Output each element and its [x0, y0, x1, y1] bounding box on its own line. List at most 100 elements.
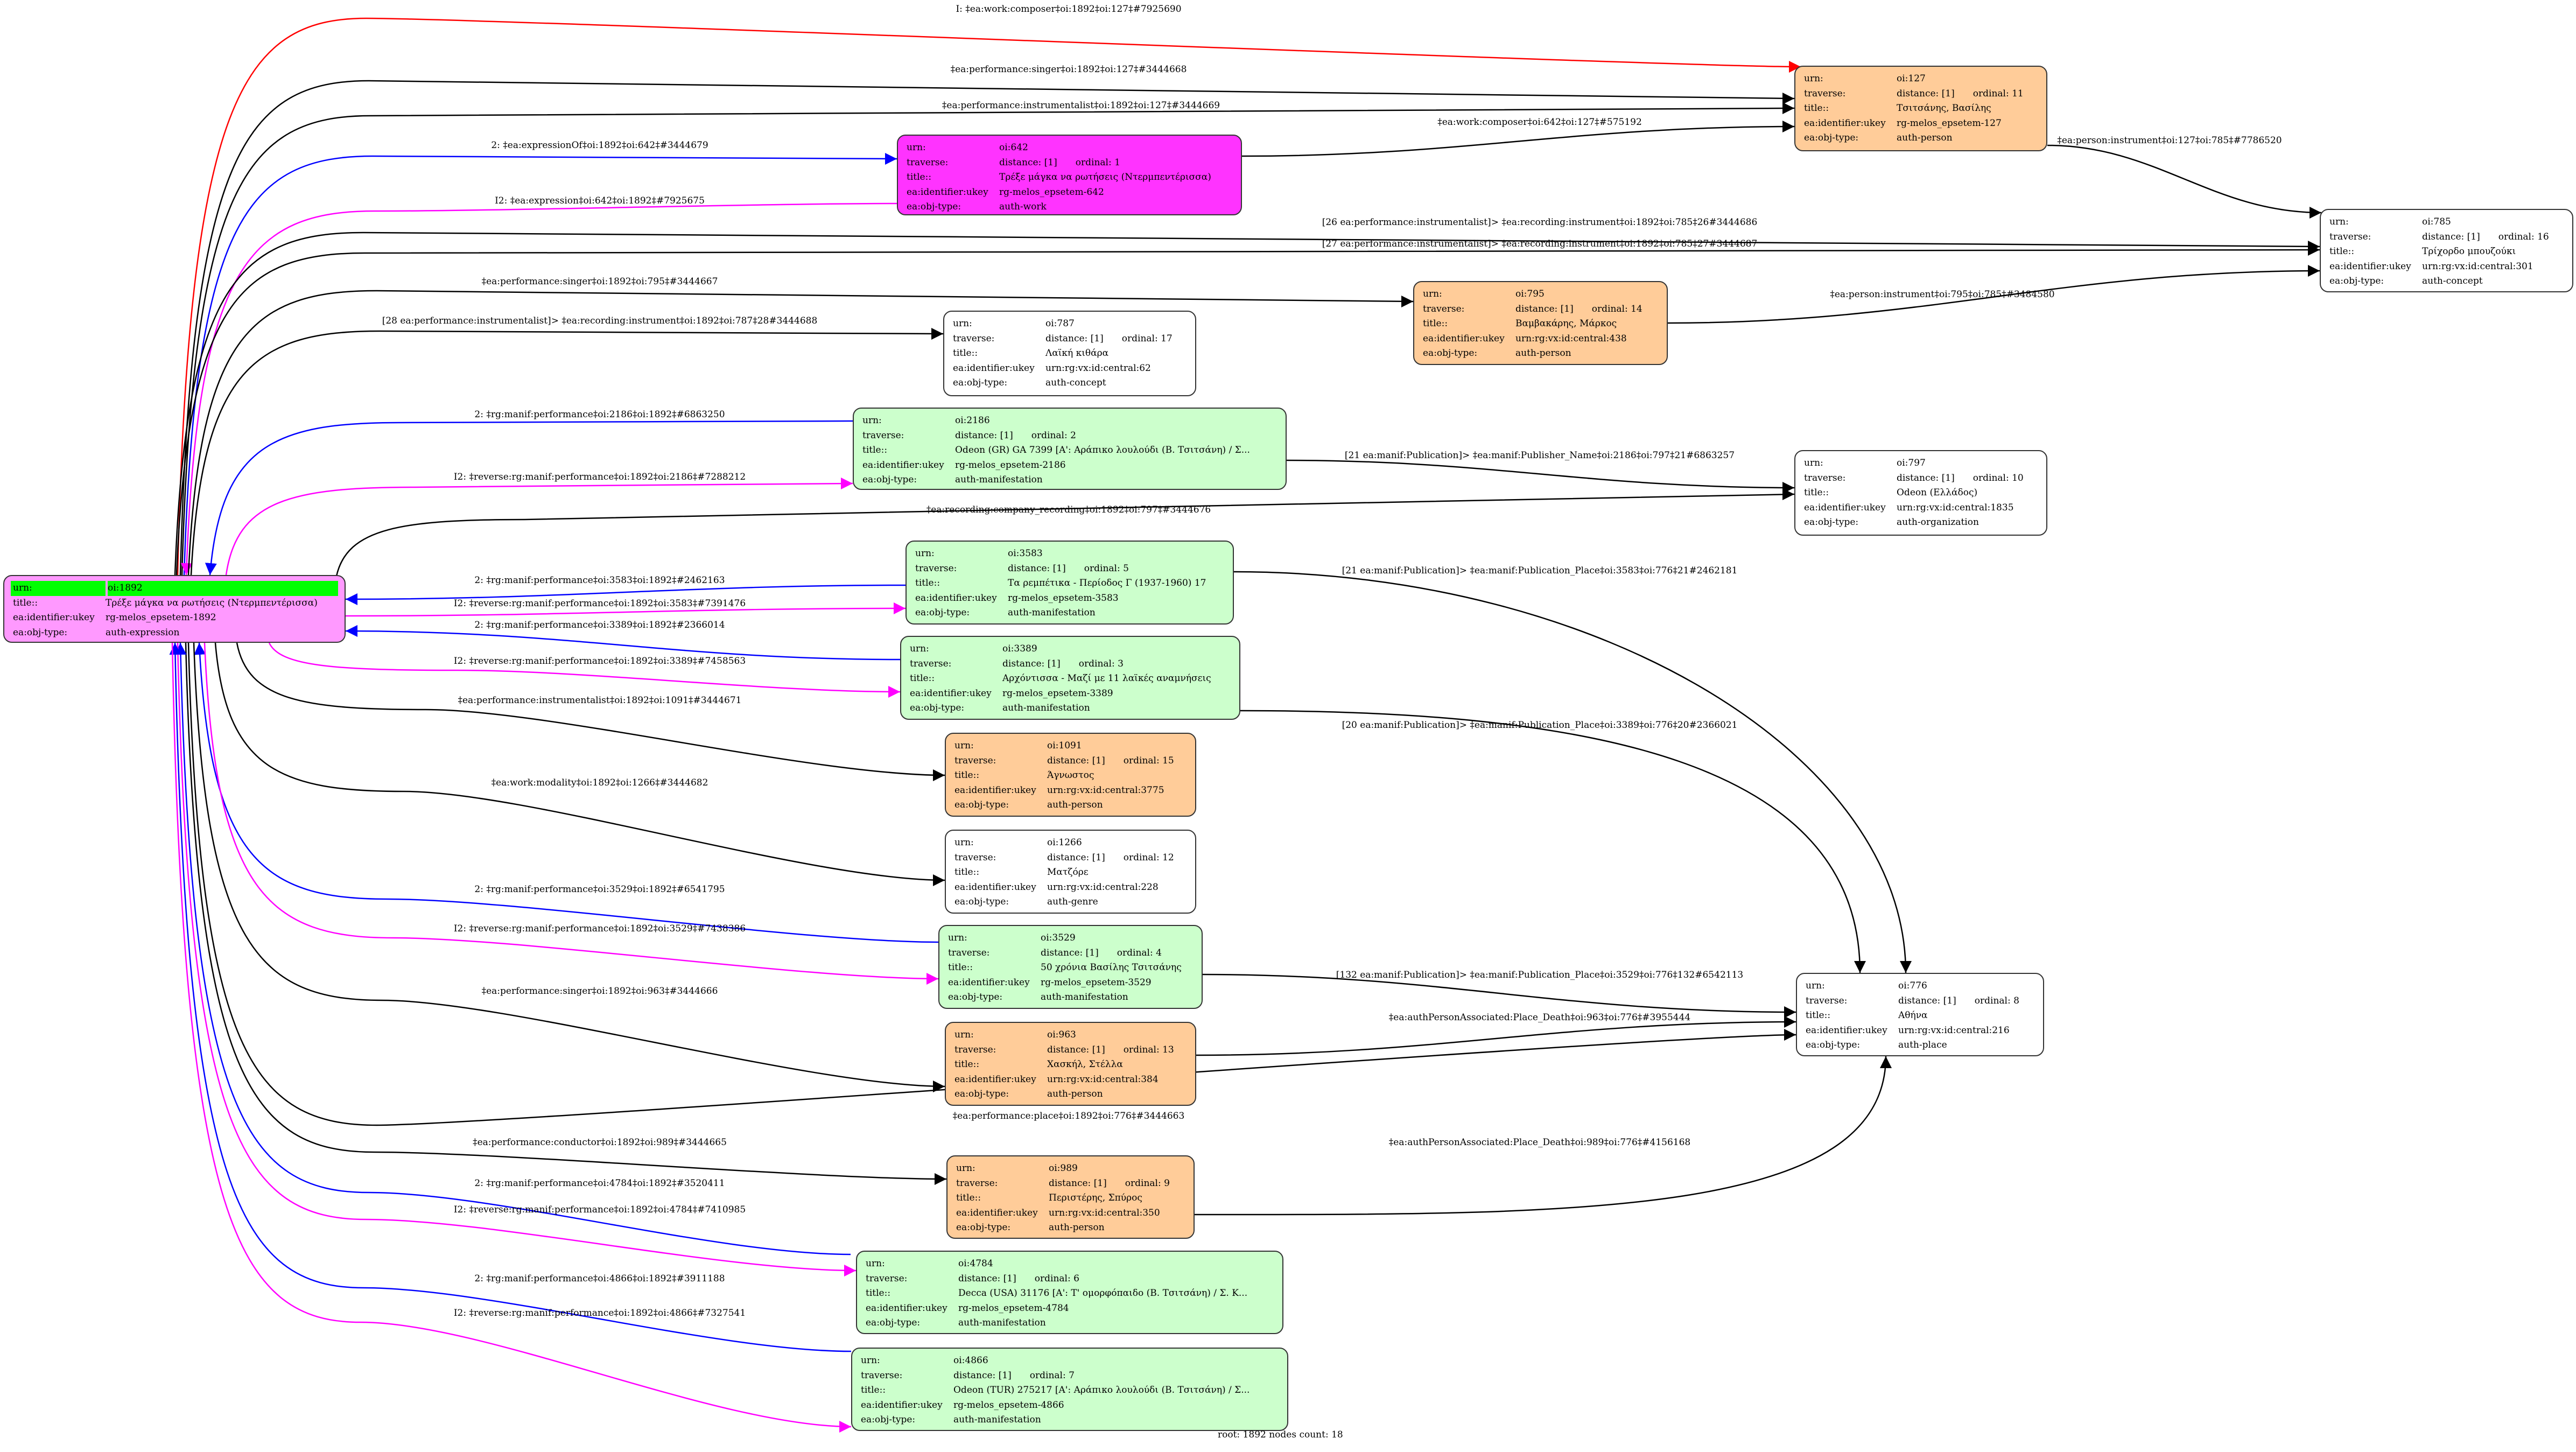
value-text: oi:642	[999, 142, 1028, 153]
node-row-urn: urn:oi:3583	[913, 546, 1226, 562]
row-key: traverse:	[861, 1370, 903, 1381]
node-row-traverse: traverse:distance: [1]ordinal: 9	[954, 1176, 1187, 1191]
value-text: rg-melos_epsetem-3389	[1002, 688, 1113, 699]
row-key: ea:obj-type:	[862, 474, 917, 485]
distance-value: distance: [1]	[953, 1370, 1012, 1381]
row-key: title::	[1804, 487, 1829, 498]
row-key: traverse:	[866, 1273, 908, 1284]
edge-label: 2: ‡rg:manif:performance‡oi:3529‡oi:1892…	[474, 884, 725, 895]
node-row-urn: urn:oi:1266	[952, 836, 1189, 851]
node-row-urn: urn:oi:989	[954, 1161, 1187, 1176]
distance-value: distance: [1]	[1047, 755, 1105, 766]
row-key: traverse:	[948, 947, 990, 958]
row-key: ea:identifier:ukey	[907, 186, 988, 198]
ordinal-value: ordinal: 7	[1029, 1370, 1075, 1381]
node-row-urn: urn:oi:776	[1803, 979, 2037, 994]
value-text: oi:795	[1515, 289, 1545, 299]
row-key: traverse:	[2329, 231, 2371, 242]
edge-label: [132 ea:manif:Publication]> ‡ea:manif:Pu…	[1336, 970, 1743, 980]
row-key: traverse:	[954, 852, 996, 863]
value-text: auth-organization	[1897, 517, 1979, 528]
row-value-ukey: rg-melos_epsetem-4784	[958, 1301, 1276, 1316]
distance-value: distance: [1]	[1049, 1177, 1107, 1189]
row-value-ukey: urn:rg:vx:id:central:384	[1047, 1072, 1189, 1088]
row-value-urn: oi:963	[1047, 1028, 1189, 1043]
row-key: ea:obj-type:	[953, 377, 1008, 388]
ordinal-value: ordinal: 14	[1591, 303, 1643, 314]
node-row-urn: urn:oi:127	[1802, 72, 2040, 87]
node-row-title: title::Odeon (GR) GA 7399 [A': Αράπικο λ…	[860, 443, 1279, 458]
value-text: oi:785	[2422, 216, 2451, 227]
value-text: 50 χρόνια Βασίλης Τσιτσάνης	[1041, 962, 1182, 973]
distance-value: distance: [1]	[955, 430, 1013, 441]
row-value-title: Decca (USA) 31176 [A': T' ομορφόπαιδο (Β…	[958, 1286, 1276, 1301]
row-value-traverse: distance: [1]ordinal: 12	[1047, 851, 1189, 866]
row-key: ea:identifier:ukey	[866, 1302, 947, 1314]
row-value-traverse: distance: [1]ordinal: 8	[1898, 994, 2037, 1009]
row-key: ea:identifier:ukey	[915, 592, 997, 604]
node-row-urn: urn:oi:787	[951, 317, 1189, 332]
row-key: ea:obj-type:	[1423, 348, 1478, 359]
edge-label: ‡ea:performance:instrumentalist‡oi:1892‡…	[458, 695, 742, 706]
row-key: urn:	[1804, 73, 1823, 84]
edge-989-to-776	[1194, 1056, 1892, 1216]
edge-label: ‡ea:performance:conductor‡oi:1892‡oi:989…	[473, 1137, 727, 1148]
edge-label: ‡ea:person:instrument‡oi:795‡oi:785‡#348…	[1830, 289, 2054, 300]
row-key: ea:obj-type:	[13, 627, 68, 638]
value-text: rg-melos_epsetem-2186	[955, 459, 1066, 471]
row-key: ea:identifier:ukey	[1806, 1025, 1887, 1036]
row-value-traverse: distance: [1]ordinal: 2	[955, 429, 1279, 444]
node-row-urn: urn:oi:1091	[952, 739, 1189, 754]
distance-value: distance: [1]	[2422, 231, 2480, 242]
row-key: ea:obj-type:	[954, 799, 1009, 810]
row-value-title: Λαϊκή κιθάρα	[1045, 346, 1189, 361]
edge-label: I2: ‡reverse:rg:manif:performance‡oi:189…	[454, 1308, 746, 1318]
value-text: Αρχόντισσα - Μαζί με 11 λαϊκές αναμνήσει…	[1002, 673, 1211, 684]
node-row-objtype: ea:obj-type:auth-work	[904, 200, 1234, 214]
edge-label: I2: ‡ea:expression‡oi:642‡oi:1892‡#79256…	[495, 195, 705, 206]
node-row-traverse: traverse:distance: [1]ordinal: 16	[2327, 230, 2566, 245]
row-key: title::	[953, 348, 978, 359]
value-text: rg-melos_epsetem-127	[1897, 117, 2002, 129]
edge-1892-to-785	[174, 232, 2320, 576]
value-text: rg-melos_epsetem-4784	[958, 1302, 1069, 1314]
row-value-ukey: urn:rg:vx:id:central:301	[2422, 259, 2566, 275]
node-row-urn: urn:oi:797	[1802, 456, 2040, 471]
row-key: ea:identifier:ukey	[862, 459, 944, 471]
distance-value: distance: [1]	[958, 1273, 1016, 1284]
row-key: urn:	[910, 643, 929, 654]
ordinal-value: ordinal: 10	[1973, 472, 2024, 483]
value-text: oi:787	[1045, 318, 1075, 329]
value-text: oi:797	[1897, 458, 1926, 468]
row-value-ukey: rg-melos_epsetem-4866	[953, 1398, 1281, 1413]
edge-3389-to-1892	[345, 625, 901, 661]
row-key: ea:identifier:ukey	[1423, 333, 1505, 344]
row-key: urn:	[954, 837, 974, 848]
edge-795-to-785	[1667, 265, 2320, 324]
value-text: auth-manifestation	[1008, 607, 1096, 618]
value-text: urn:rg:vx:id:central:1835	[1897, 502, 2014, 513]
edge-label: [20 ea:manif:Publication]> ‡ea:manif:Pub…	[1342, 720, 1738, 731]
row-value-urn: oi:797	[1897, 456, 2040, 471]
